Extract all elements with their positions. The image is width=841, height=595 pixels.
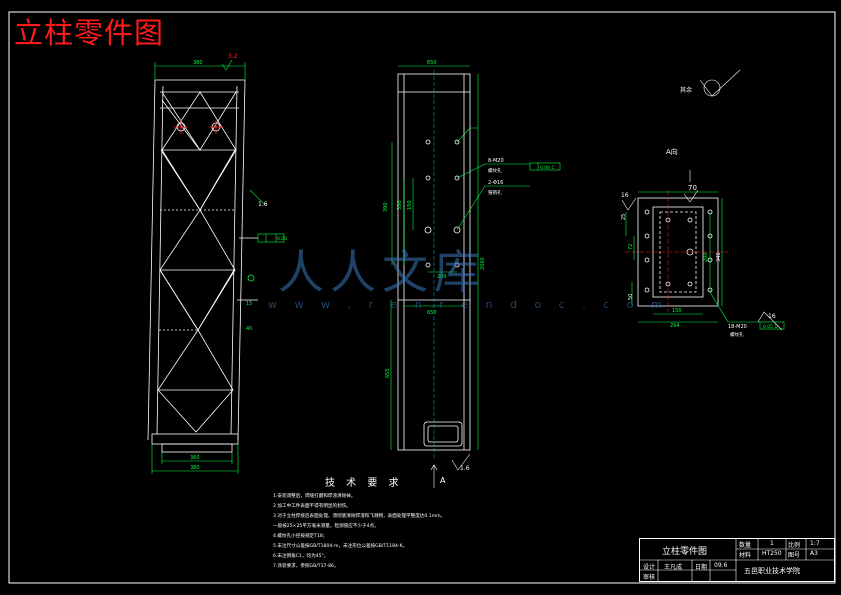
tech-item: 2.加工中工件表面不得有明显的划伤。 — [273, 504, 351, 509]
a-view-hole-tol: 0.05 D — [763, 324, 778, 330]
tech-title: 技 术 要 求 — [325, 478, 403, 489]
side-dim-full: 2060 — [480, 257, 486, 270]
a-view-title: A向 — [666, 147, 678, 156]
front-dim-bottom-outer: 380 — [190, 465, 200, 471]
a-view-dim-16-right: 16 — [768, 313, 776, 320]
a-view-dim-340: 340 — [716, 252, 722, 262]
a-view-rest-label: 其余 — [680, 86, 692, 94]
front-view-dim-text: 380 360 380 1.6 0.03 3.2 15 40 — [190, 53, 287, 471]
tb-reviewer-label: 审核 — [643, 574, 656, 581]
tb-part-name: 立柱零件图 — [662, 547, 708, 557]
tb-scale-label: 比例 — [788, 542, 801, 549]
tb-designer-value: 王凡成 — [664, 564, 683, 571]
a-view-centerlines — [625, 190, 730, 312]
a-view-dim-294: 294 — [670, 323, 680, 329]
tech-item: 1.安装调整后，焊缝打磨和焊渣清除掉。 — [273, 494, 356, 499]
tb-material-label: 材料 — [739, 552, 752, 559]
a-view-dim-72: 72 — [628, 244, 634, 250]
side-view-arrow-mark — [430, 453, 471, 488]
tb-designer-label: 设计 — [643, 564, 656, 571]
tech-item: 5.未注尺寸公差按GB/T1804-m，未注形位公差按GB/T1184-K。 — [273, 544, 408, 549]
tb-qty-value: 1 — [770, 540, 774, 547]
side-hole1-tol: 0.06 C — [540, 165, 555, 171]
tech-item: 一般按25×25平方毫米测量，检测值应不少于4点。 — [273, 524, 379, 529]
side-view-arrow: A — [440, 476, 446, 485]
a-view-dimensions — [625, 191, 785, 330]
front-callout-flatness: 0.03 — [277, 236, 287, 242]
side-view-dim-text: 650 650 390 330 150 200 2060 655 8-M20 螺… — [383, 60, 555, 485]
a-view-dim-text: A向 其余 16 70 25 72 50 200 340 150 294 16 … — [621, 86, 778, 338]
a-view-dim-70: 70 — [688, 184, 697, 192]
side-hole1-sub: 螺纹孔 — [488, 167, 502, 174]
a-view-dim-50: 50 — [628, 294, 634, 300]
front-dim-bottom-inner: 360 — [190, 455, 200, 461]
tech-item: 3.对于立柱焊接后表面处理，须彻底清除焊渣和飞溅物，表面处理平整度达0.1mm。 — [273, 514, 446, 519]
front-roughness: 3.2 — [228, 53, 238, 60]
tb-material-value: HT250 — [762, 550, 782, 557]
side-hole2-sub: 锥销孔 — [488, 189, 502, 196]
front-view — [147, 79, 258, 453]
tb-qty-label: 数量 — [739, 542, 752, 549]
tech-item: 6.未注倒角C1，均为45°。 — [273, 554, 329, 559]
tb-code-value: A3 — [810, 550, 818, 557]
tech-item: 7.涂装要求，参照GB/T17-86。 — [273, 564, 339, 569]
side-view-dimensions — [390, 65, 561, 450]
side-hole1-label: 8-M20 — [488, 158, 504, 164]
tb-code-label: 图号 — [788, 552, 801, 559]
tech-item: 4.螺纹孔小径按规定T18； — [273, 534, 328, 539]
drawing-frame — [8, 11, 836, 584]
side-dim-lower: 655 — [385, 368, 391, 378]
front-view-dimensions — [151, 59, 285, 474]
side-dim-200: 200 — [437, 274, 447, 280]
side-roughness-bottom: 1.6 — [460, 465, 470, 472]
side-dim-left-inner: 330 — [397, 200, 403, 210]
tb-date-label: 日期 — [695, 564, 708, 571]
front-label-40: 40 — [246, 326, 252, 332]
side-dim-mid: 650 — [427, 310, 437, 316]
a-view-hole-sub: 螺纹孔 — [730, 331, 744, 338]
watermark-url: w w w . r e n r e n d o c . c o m — [268, 298, 669, 311]
front-dim-top: 380 — [193, 60, 203, 66]
side-dim-top: 650 — [427, 60, 437, 66]
title-block: 立柱零件图 数量 1 比例 1:7 材料 HT250 图号 A3 设计 王凡成 … — [639, 538, 835, 582]
tb-scale-value: 1:7 — [810, 540, 820, 547]
front-label-15: 15 — [246, 301, 252, 307]
title-block-grid — [640, 539, 834, 581]
a-view-dim-16-left: 16 — [621, 192, 629, 199]
a-view-dim-150: 150 — [672, 308, 682, 314]
a-view-dim-200: 200 — [703, 252, 709, 262]
a-view-hole-label: 18-M20 — [728, 324, 747, 330]
a-view-roughness-symbols — [621, 69, 783, 331]
side-dim-left: 390 — [383, 202, 389, 212]
side-dim-height-mid: 150 — [407, 200, 413, 210]
side-hole2-label: 2-Φ16 — [488, 180, 503, 186]
watermark: 人人文库 w w w . r e n r e n d o c . c o m — [268, 236, 669, 311]
front-dim-side: 1.6 — [258, 201, 268, 208]
technical-requirements: 技 术 要 求 1.安装调整后，焊缝打磨和焊渣清除掉。 2.加工中工件表面不得有… — [273, 474, 445, 572]
tb-school: 五邑职业技术学院 — [744, 567, 800, 575]
a-view-dim-25: 25 — [621, 214, 627, 220]
page-title: 立柱零件图 — [14, 16, 165, 50]
rest-roughness-circle-icon — [703, 79, 721, 97]
watermark-text: 人人文库 — [278, 245, 486, 299]
tb-date-value: 09.6 — [714, 562, 728, 569]
